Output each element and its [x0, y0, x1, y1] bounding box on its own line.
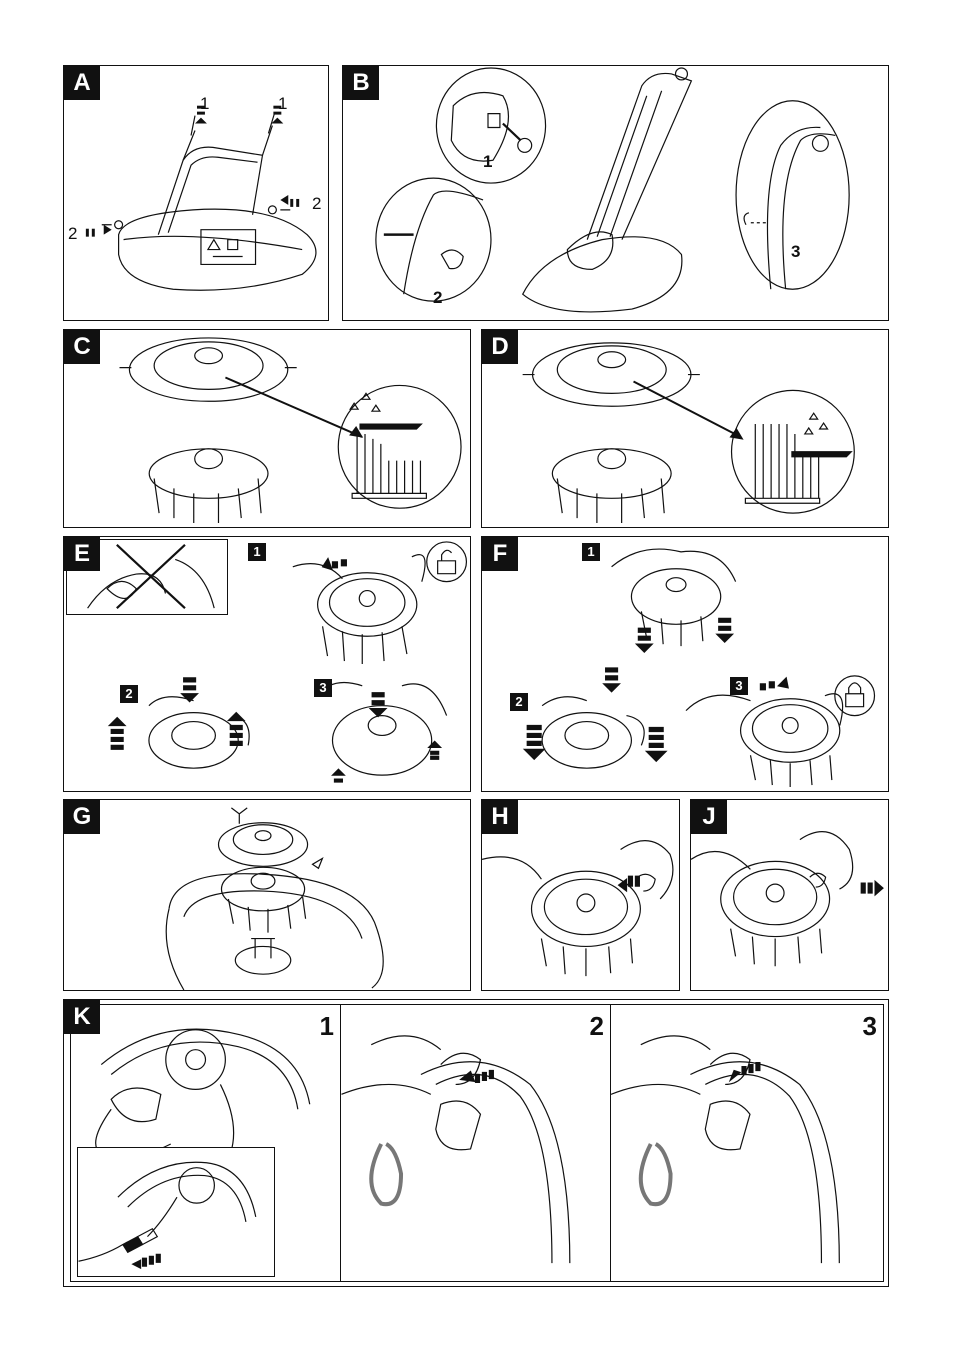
- panel-a-tag: A: [64, 66, 100, 100]
- panel-a-label-1-left: 1: [200, 94, 209, 114]
- panel-d-tag: D: [482, 330, 518, 364]
- panel-k-sub-1: 1: [70, 1004, 340, 1282]
- panel-f-step-2: 2: [510, 693, 528, 711]
- panel-c: C: [63, 329, 471, 528]
- panel-b-tag: B: [343, 66, 379, 100]
- panel-e-step-2: 2: [120, 685, 138, 703]
- panel-e-tag: E: [64, 537, 100, 571]
- panel-k-tag: K: [64, 1000, 100, 1034]
- panel-k-step-1: 1: [320, 1011, 334, 1042]
- panel-g-tag: G: [64, 800, 100, 834]
- panel-k-sub-2: 2: [340, 1004, 610, 1282]
- panel-e-step-1: 1: [248, 543, 266, 561]
- panel-j-tag: J: [691, 800, 727, 834]
- panel-k-cable-hook-drawing: [341, 1005, 610, 1281]
- panel-b-label-3: 3: [791, 242, 800, 262]
- panel-f-blade-fitting-drawing: [482, 537, 888, 791]
- panel-d-blade-orientation-drawing: [482, 330, 888, 527]
- panel-c-tag: C: [64, 330, 100, 364]
- panel-h: H: [481, 799, 680, 991]
- panel-a: A 1 1 2 2: [63, 65, 329, 321]
- panel-a-label-1-right: 1: [278, 94, 287, 114]
- panel-k-sub-3: 3: [610, 1004, 884, 1282]
- lock-icon: [846, 694, 864, 707]
- panel-e: E 1 2 3: [63, 536, 471, 792]
- panel-k: K 1 2: [63, 999, 889, 1287]
- panel-a-label-2-left: 2: [68, 224, 77, 244]
- panel-k-step-3: 3: [863, 1011, 877, 1042]
- panel-a-handle-assembly-drawing: [64, 66, 328, 320]
- panel-b-mower-assembly-drawing: [343, 66, 888, 320]
- panel-k-inset: [77, 1147, 275, 1277]
- panel-e-step-3: 3: [314, 679, 332, 697]
- panel-f-tag: F: [482, 537, 518, 571]
- panel-j: J: [690, 799, 889, 991]
- panel-b-label-1: 1: [483, 152, 492, 172]
- panel-b-label-2: 2: [433, 288, 442, 308]
- panel-g-exploded-blade-drawing: [64, 800, 470, 990]
- panel-d: D: [481, 329, 889, 528]
- panel-c-blade-orientation-drawing: [64, 330, 470, 527]
- panel-e-blade-removal-drawing: [64, 537, 470, 791]
- panel-k-cable-secured-drawing: [611, 1005, 883, 1281]
- panel-f: F 1 2 3: [481, 536, 889, 792]
- panel-k-step-2: 2: [590, 1011, 604, 1042]
- panel-k-inset-plug-drawing: [78, 1148, 274, 1276]
- panel-a-label-2-right: 2: [312, 194, 321, 214]
- unlock-icon: [438, 561, 456, 574]
- panel-f-step-1: 1: [582, 543, 600, 561]
- panel-b: B 1 2 3: [342, 65, 889, 321]
- panel-f-step-3: 3: [730, 677, 748, 695]
- panel-g: G: [63, 799, 471, 991]
- panel-h-tag: H: [482, 800, 518, 834]
